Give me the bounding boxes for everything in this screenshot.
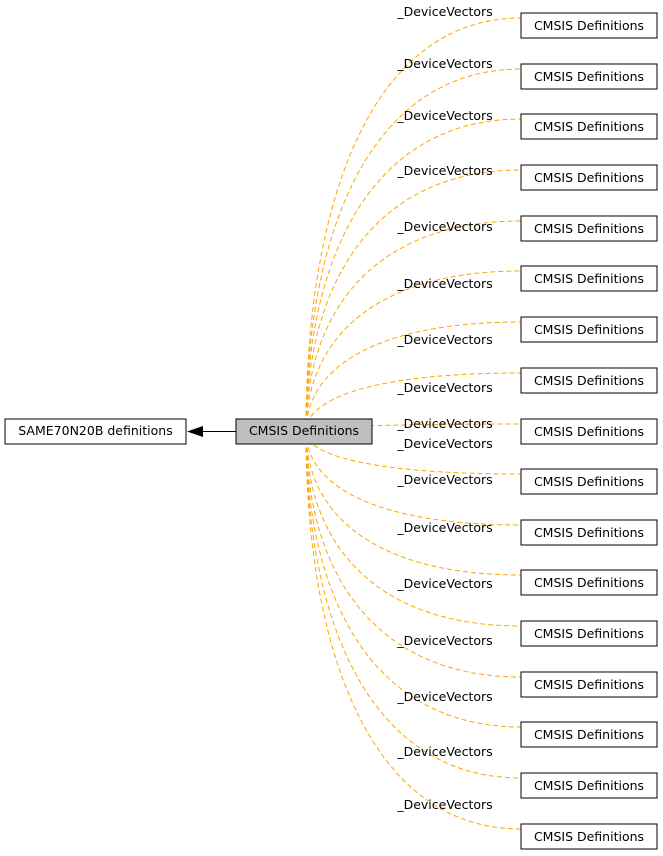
edge-label-6: _DeviceVectors (396, 276, 492, 291)
parent-arrow (187, 426, 236, 437)
child-node-2[interactable]: CMSIS Definitions (520, 63, 658, 90)
edge-label-12: _DeviceVectors (396, 520, 492, 535)
child-node-7[interactable]: CMSIS Definitions (520, 316, 658, 343)
child-node-5[interactable]: CMSIS Definitions (520, 215, 658, 242)
child-node-4[interactable]: CMSIS Definitions (520, 164, 658, 191)
child-node-3[interactable]: CMSIS Definitions (520, 113, 658, 140)
child-node-label-16: CMSIS Definitions (534, 778, 644, 793)
edge-label-11: _DeviceVectors (396, 472, 492, 487)
edge-label-7: _DeviceVectors (396, 332, 492, 347)
child-node-9[interactable]: CMSIS Definitions (520, 418, 658, 445)
child-node-label-11: CMSIS Definitions (534, 525, 644, 540)
child-node-1[interactable]: CMSIS Definitions (520, 12, 658, 39)
child-node-label-9: CMSIS Definitions (534, 424, 644, 439)
edge-15 (305, 431, 522, 728)
edge-14 (305, 431, 522, 678)
child-node-label-15: CMSIS Definitions (534, 727, 644, 742)
center-node-label: CMSIS Definitions (249, 423, 359, 438)
edge-label-13: _DeviceVectors (396, 576, 492, 591)
child-node-label-12: CMSIS Definitions (534, 575, 644, 590)
child-node-10[interactable]: CMSIS Definitions (520, 468, 658, 495)
edge-5 (305, 220, 522, 432)
child-node-11[interactable]: CMSIS Definitions (520, 519, 658, 546)
edge-label-15: _DeviceVectors (396, 689, 492, 704)
edge-6 (305, 270, 522, 432)
child-node-label-14: CMSIS Definitions (534, 677, 644, 692)
child-node-label-6: CMSIS Definitions (534, 271, 644, 286)
edge-label-1: _DeviceVectors (396, 4, 492, 19)
edge-11 (305, 431, 522, 526)
edge-label-10: _DeviceVectors (396, 436, 492, 451)
edge-label-17: _DeviceVectors (396, 797, 492, 812)
parent-node-label: SAME70N20B definitions (18, 423, 172, 438)
edge-labels-layer: _DeviceVectors _DeviceVectors _DeviceVecto… (396, 4, 492, 812)
child-node-label-8: CMSIS Definitions (534, 373, 644, 388)
child-node-label-7: CMSIS Definitions (534, 322, 644, 337)
edge-16 (305, 431, 522, 779)
child-node-label-1: CMSIS Definitions (534, 18, 644, 33)
child-node-8[interactable]: CMSIS Definitions (520, 367, 658, 394)
child-node-6[interactable]: CMSIS Definitions (520, 265, 658, 292)
edge-label-3: _DeviceVectors (396, 108, 492, 123)
edge-3 (305, 118, 522, 432)
child-node-label-4: CMSIS Definitions (534, 170, 644, 185)
edge-label-14: _DeviceVectors (396, 633, 492, 648)
edge-label-4: _DeviceVectors (396, 163, 492, 178)
child-node-label-5: CMSIS Definitions (534, 221, 644, 236)
edge-label-16: _DeviceVectors (396, 744, 492, 759)
edge-label-2: _DeviceVectors (396, 56, 492, 71)
child-node-label-2: CMSIS Definitions (534, 69, 644, 84)
child-node-17[interactable]: CMSIS Definitions (520, 823, 658, 850)
child-node-16[interactable]: CMSIS Definitions (520, 772, 658, 799)
edge-label-9: _DeviceVectors (396, 416, 492, 431)
child-node-12[interactable]: CMSIS Definitions (520, 569, 658, 596)
edge-label-8: _DeviceVectors (396, 380, 492, 395)
edge-4 (305, 169, 522, 432)
edge-12 (305, 431, 522, 576)
child-node-label-13: CMSIS Definitions (534, 626, 644, 641)
child-node-label-10: CMSIS Definitions (534, 474, 644, 489)
center-node[interactable]: CMSIS Definitions (235, 418, 373, 445)
edge-7 (305, 321, 522, 432)
child-node-15[interactable]: CMSIS Definitions (520, 721, 658, 748)
edge-1 (305, 17, 522, 432)
parent-node[interactable]: SAME70N20B definitions (4, 418, 187, 445)
edge-13 (305, 431, 522, 627)
child-node-13[interactable]: CMSIS Definitions (520, 620, 658, 647)
child-node-label-3: CMSIS Definitions (534, 119, 644, 134)
edge-2 (305, 68, 522, 432)
child-node-14[interactable]: CMSIS Definitions (520, 671, 658, 698)
child-node-label-17: CMSIS Definitions (534, 829, 644, 844)
edge-label-5: _DeviceVectors (396, 219, 492, 234)
edge-17 (305, 431, 522, 830)
